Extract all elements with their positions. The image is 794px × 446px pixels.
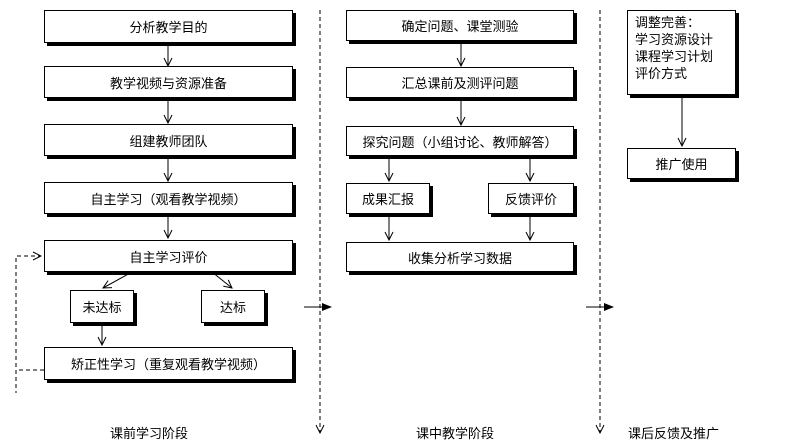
box-self-evaluation: 自主学习评价 bbox=[44, 240, 293, 272]
box-collect-data-text: 收集分析学习数据 bbox=[407, 251, 512, 267]
box-summarize-questions: 汇总课前及测评问题 bbox=[346, 67, 574, 98]
box-self-study: 自主学习（观看教学视频） bbox=[44, 182, 293, 214]
box-video-prep-text: 教学视频与资源准备 bbox=[109, 76, 227, 92]
box-identify-questions: 确定问题、课堂测验 bbox=[346, 10, 574, 41]
box-not-met-text: 未达标 bbox=[82, 301, 122, 316]
box-feedback-evaluation: 反馈评价 bbox=[488, 183, 574, 214]
adjust-line-1: 调整完善： bbox=[635, 16, 701, 31]
dashed-loop-arrow bbox=[15, 256, 44, 393]
box-video-prep: 教学视频与资源准备 bbox=[44, 66, 293, 98]
box-not-met: 未达标 bbox=[70, 290, 134, 323]
box-explore-questions-text: 探究问题（小组讨论、教师解答） bbox=[362, 135, 558, 151]
box-identify-questions-text: 确定问题、课堂测验 bbox=[401, 20, 519, 35]
box-teacher-team: 组建教师团队 bbox=[44, 124, 293, 156]
box-analyze-goal: 分析教学目的 bbox=[44, 10, 293, 43]
adjust-line-3: 课程学习计划 bbox=[635, 50, 714, 65]
box-teacher-team-text: 组建教师团队 bbox=[129, 134, 208, 150]
arrow-eval-to-met bbox=[211, 271, 232, 288]
adjust-line-4: 评价方式 bbox=[635, 67, 688, 82]
stage1-label: 课前学习阶段 bbox=[110, 427, 189, 442]
box-self-evaluation-text: 自主学习评价 bbox=[129, 250, 208, 266]
adjust-line-2: 学习资源设计 bbox=[635, 33, 714, 48]
box-feedback-evaluation-text: 反馈评价 bbox=[504, 193, 557, 208]
box-promote-use-text: 推广使用 bbox=[655, 158, 708, 173]
stage2-label: 课中教学阶段 bbox=[416, 427, 495, 442]
box-report-results: 成果汇报 bbox=[346, 183, 430, 214]
box-remedial-study: 矫正性学习（重复观看教学视频） bbox=[44, 347, 293, 380]
box-met: 达标 bbox=[201, 290, 265, 323]
box-self-study-text: 自主学习（观看教学视频） bbox=[90, 192, 247, 208]
box-collect-data: 收集分析学习数据 bbox=[346, 242, 574, 272]
box-met-text: 达标 bbox=[219, 301, 246, 316]
box-adjust-improve: 调整完善： 学习资源设计 课程学习计划 评价方式 bbox=[627, 10, 736, 95]
box-analyze-goal-text: 分析教学目的 bbox=[129, 21, 208, 36]
box-promote-use: 推广使用 bbox=[627, 148, 736, 179]
stage3-label: 课后反馈及推广 bbox=[628, 427, 720, 442]
box-remedial-study-text: 矫正性学习（重复观看教学视频） bbox=[70, 358, 266, 373]
box-report-results-text: 成果汇报 bbox=[361, 193, 414, 208]
box-explore-questions: 探究问题（小组讨论、教师解答） bbox=[346, 126, 574, 156]
box-summarize-questions-text: 汇总课前及测评问题 bbox=[401, 77, 519, 92]
arrow-eval-to-notmet bbox=[103, 271, 133, 288]
